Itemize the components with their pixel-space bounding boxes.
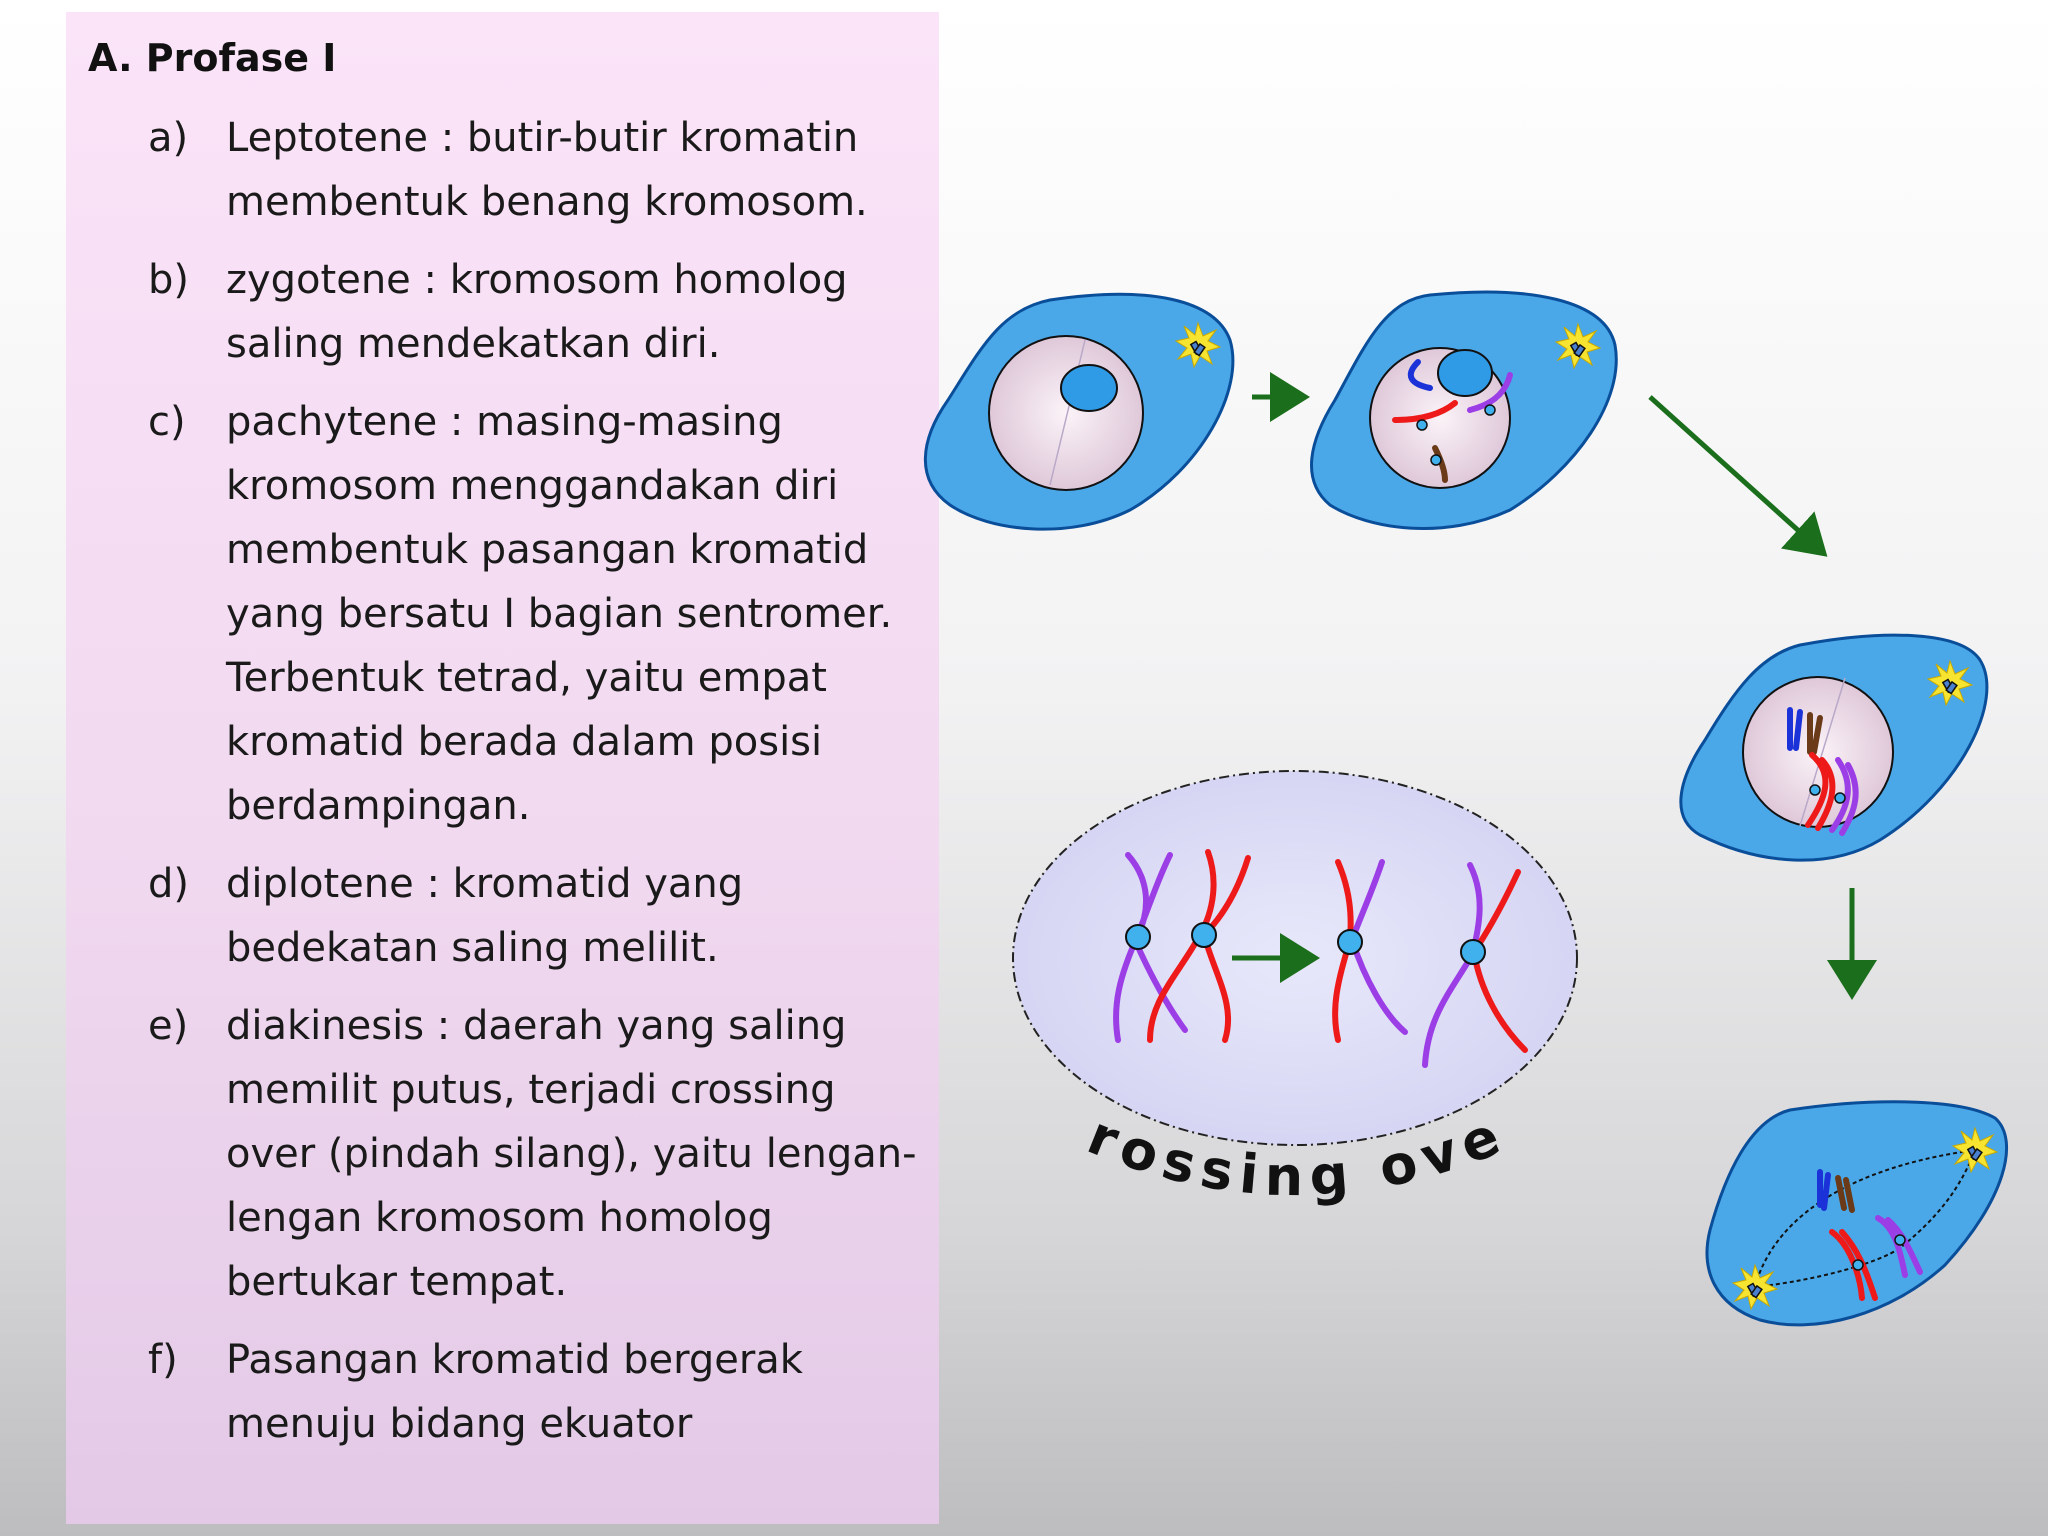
nucleolus: [1437, 349, 1493, 397]
list-marker: b): [148, 257, 189, 303]
chromosome-purple: [1829, 757, 1859, 836]
list-marker: e): [148, 1003, 189, 1049]
stage-description-diplotene: diplotene : kromatid yang bedekatan sali…: [226, 861, 744, 971]
list-item: a) Leptotene : butir-butir kromatin memb…: [148, 106, 928, 234]
chromosome-blue: [1787, 707, 1803, 751]
list-marker: d): [148, 861, 189, 907]
centromere-icon: [1894, 1234, 1906, 1246]
section-title: A. Profase I: [88, 36, 337, 80]
centromere-icon: [1191, 922, 1217, 948]
stage-description-pachytene: pachytene : masing-masing kromosom mengg…: [226, 399, 893, 829]
centromere-icon: [1460, 939, 1486, 965]
centrosome-icon: [1951, 1126, 1999, 1174]
chromosome-red: [1392, 400, 1458, 423]
centromere-icon: [1484, 404, 1496, 416]
arrow-icon: [1648, 395, 1828, 557]
centromere-icon: [1809, 784, 1821, 796]
stage-description-leptotene: Leptotene : butir-butir kromatin membent…: [226, 115, 868, 225]
list-marker: f): [148, 1337, 178, 1383]
chromosome-brown: [1807, 712, 1823, 755]
stage-description-equator: Pasangan kromatid bergerak menuju bidang…: [226, 1337, 803, 1447]
chromosome-purple: [1467, 372, 1513, 413]
nucleolus: [1060, 364, 1118, 412]
centrosome-icon: [1554, 322, 1602, 370]
centrosome-icon: [1174, 321, 1222, 369]
spindle-line: [1754, 1149, 1976, 1288]
centrosome-icon: [1731, 1263, 1779, 1311]
stage-list: a) Leptotene : butir-butir kromatin memb…: [148, 106, 928, 1470]
list-item: e) diakinesis : daerah yang saling memil…: [148, 994, 928, 1314]
centromere-icon: [1834, 792, 1846, 804]
cell-diakinesis: [1705, 1100, 2009, 1327]
text-panel: [66, 12, 939, 1524]
stage-description-zygotene: zygotene : kromosom homolog saling mende…: [226, 257, 848, 367]
stage-description-diakinesis: diakinesis : daerah yang saling memilit …: [226, 1003, 917, 1305]
list-marker: a): [148, 115, 189, 161]
list-item: c) pachytene : masing-masing kromosom me…: [148, 390, 928, 838]
cell-pachytene: [1679, 633, 1989, 862]
chromosome-brown: [1835, 1175, 1855, 1213]
centrosome-icon: [1926, 659, 1974, 707]
spindle-line: [1799, 677, 1846, 827]
list-item: b) zygotene : kromosom homolog saling me…: [148, 248, 928, 376]
centromere-icon: [1852, 1259, 1864, 1271]
chromosome-blue: [1407, 359, 1433, 391]
spindle-line: [1049, 339, 1086, 486]
chromosome-blue: [1817, 1169, 1831, 1211]
chromosome-red: [1805, 752, 1836, 831]
centromere-icon: [1416, 419, 1428, 431]
list-item: f) Pasangan kromatid bergerak menuju bid…: [148, 1328, 928, 1456]
centromere-icon: [1125, 924, 1151, 950]
cell-leptotene: [923, 292, 1235, 531]
list-marker: c): [148, 399, 186, 445]
crossing-over-panel: [1012, 770, 1578, 1146]
chromosome-brown: [1432, 445, 1448, 483]
centromere-icon: [1337, 929, 1363, 955]
cell-zygotene: [1310, 290, 1618, 530]
list-item: d) diplotene : kromatid yang bedekatan s…: [148, 852, 928, 980]
centromere-icon: [1430, 454, 1442, 466]
